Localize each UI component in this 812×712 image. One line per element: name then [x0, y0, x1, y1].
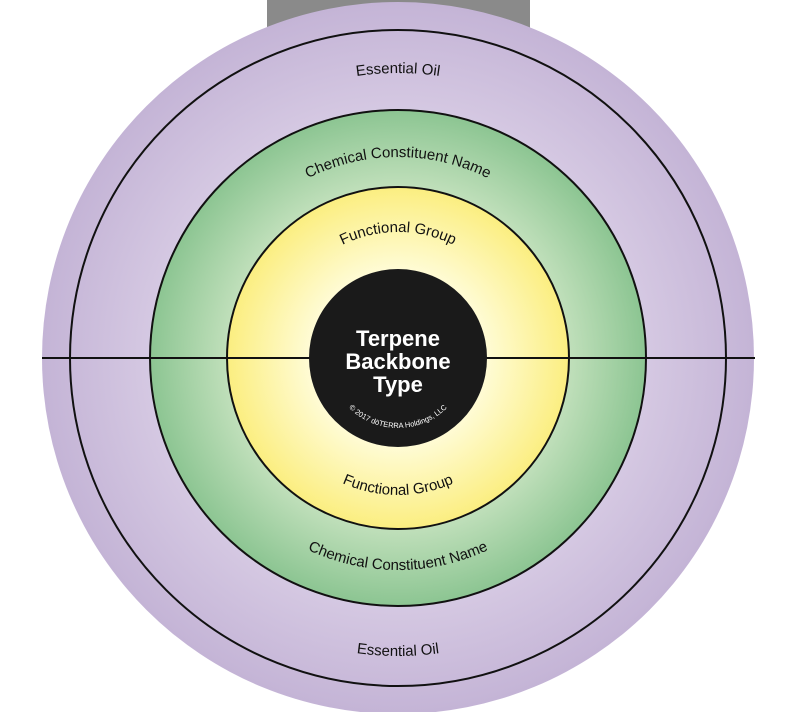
terpene-core	[309, 269, 487, 447]
essential-oil-bottom-label: Essential Oil	[356, 640, 440, 660]
center-title-line-2: Backbone	[345, 349, 450, 374]
essential-oil-top-label: Essential Oil	[355, 60, 441, 80]
center-title-line-1: Terpene	[356, 326, 440, 351]
center-title-line-3: Type	[373, 372, 423, 397]
